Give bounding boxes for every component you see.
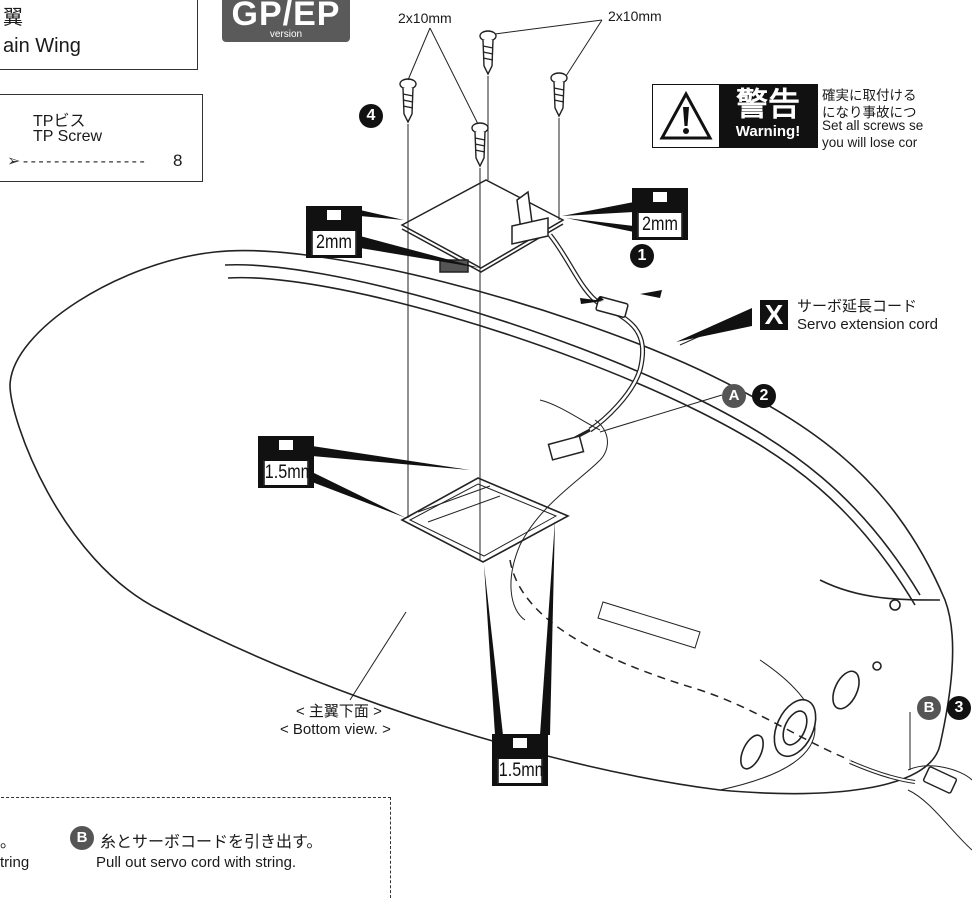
screw-icon	[399, 30, 568, 168]
warning-en: Warning!	[735, 123, 801, 140]
part-x-marker: X	[760, 300, 788, 330]
title-box: 翼 ain Wing	[0, 0, 198, 70]
version-badge-main: GP/EP	[231, 0, 341, 33]
note-left-en: tring	[0, 854, 30, 871]
servo-icon	[400, 179, 972, 851]
screw-size-left: 2x10mm	[398, 10, 452, 26]
title-en: ain Wing	[3, 35, 81, 57]
depth-tag: 1.5mm	[492, 734, 548, 786]
version-badge-sub: version	[269, 29, 303, 40]
depth-tag: 2mm	[632, 188, 688, 240]
step-3-marker: 3	[947, 696, 971, 720]
version-badge: GP/EP version	[222, 0, 350, 42]
note-b-marker: B	[70, 826, 94, 850]
step-a-marker: A	[722, 384, 746, 408]
note-left-jp: 。	[0, 834, 17, 851]
servo-cord-jp: サーボ延長コード	[797, 298, 918, 315]
screw-name-en: TP Screw	[33, 128, 103, 145]
warning-line-2: になり事故につ	[822, 105, 917, 120]
screw-size-right: 2x10mm	[608, 8, 662, 24]
instruction-note: 。 tring B 糸とサーボコードを引き出す。 Pull out servo …	[0, 797, 391, 898]
depth-tag: 2mm	[306, 206, 362, 258]
step-1-marker: 1	[630, 244, 654, 268]
view-label-en: < Bottom view. >	[280, 721, 391, 738]
parts-box: TPビス TP Screw ➢ - - - - - - - - - - - - …	[0, 94, 203, 182]
warning-triangle-icon	[659, 91, 713, 140]
view-label-jp: < 主翼下面 >	[296, 703, 382, 720]
step-b-marker: B	[917, 696, 941, 720]
warning-line-4: you will lose cor	[822, 135, 918, 150]
note-jp: 糸とサーボコードを引き出す。	[100, 834, 323, 851]
screw-name-jp: TPビス	[33, 113, 86, 130]
warning-box: 警告 Warning!	[652, 84, 818, 148]
depth-arrow-icon	[312, 202, 752, 735]
wing-icon	[9, 249, 954, 795]
wing-illustration	[9, 19, 972, 851]
warning-label: 警告 Warning!	[719, 85, 817, 147]
warning-kanji: 警告	[735, 85, 800, 123]
servo-cord-en: Servo extension cord	[797, 316, 938, 333]
note-en: Pull out servo cord with string.	[96, 854, 297, 871]
step-4-marker: 4	[359, 104, 383, 128]
push-arrows-icon	[580, 290, 662, 304]
depth-tag: 1.5mm	[258, 436, 314, 488]
step-2-marker: 2	[752, 384, 776, 408]
warning-line-3: Set all screws se	[822, 118, 924, 133]
title-jp: 翼	[3, 7, 23, 29]
screw-leader: ➢ - - - - - - - - - - - - - - - -	[7, 153, 145, 170]
warning-line-1: 確実に取付ける	[822, 88, 917, 103]
screw-quantity: 8	[173, 151, 183, 170]
